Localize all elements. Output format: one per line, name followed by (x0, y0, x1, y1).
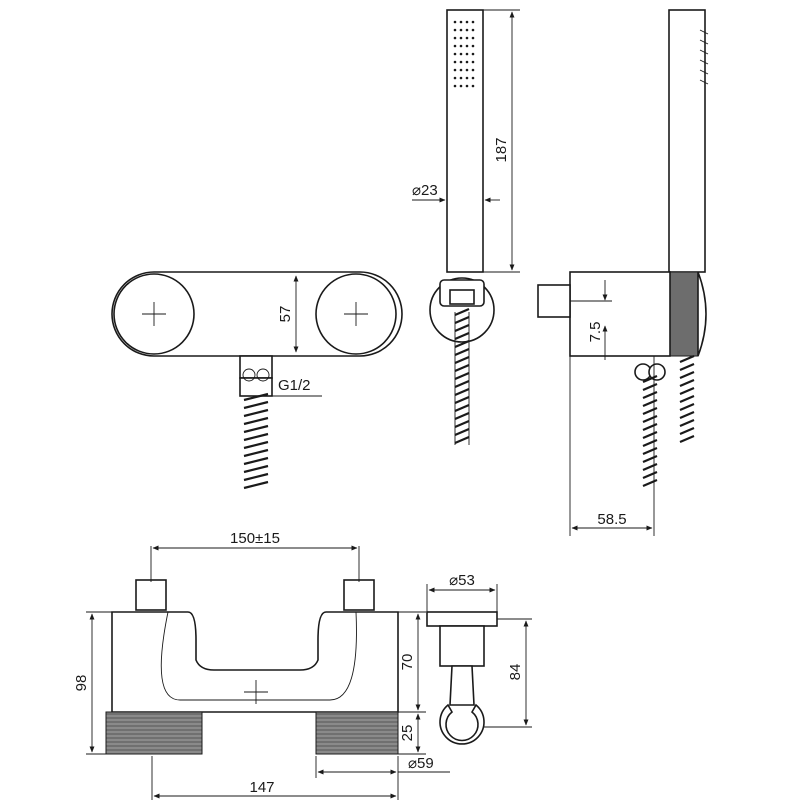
side-body (569, 271, 671, 357)
hand-shower-handle (446, 9, 484, 273)
outlet-nut (239, 355, 273, 379)
side-flange (669, 271, 699, 357)
holder-ring (439, 703, 485, 745)
side-handle (668, 9, 706, 273)
holder-stem (439, 625, 485, 667)
dim-knob-width: 147 (249, 779, 274, 796)
dim-knob-diameter: ⌀59 (408, 755, 434, 772)
right-inlet-stub (343, 579, 375, 611)
dim-holder-height: 84 (507, 664, 524, 681)
dim-body-height: 57 (277, 306, 294, 323)
dim-knob-height: 25 (399, 725, 416, 742)
dim-inlet-offset: 7.5 (587, 322, 604, 343)
dim-hand-shower-diameter: ⌀23 (412, 182, 438, 199)
hand-shower-front-view: 187 ⌀23 (412, 9, 520, 445)
hand-shower-side-view: 7.5 58.5 (537, 9, 709, 536)
dim-hand-shower-length: 187 (493, 137, 510, 162)
spray-nozzles (453, 20, 475, 88)
dim-body-lower-height: 70 (399, 654, 416, 671)
mixer-hose (243, 392, 269, 490)
right-knob (315, 711, 399, 755)
dim-total-height: 98 (73, 675, 90, 692)
dim-wall-projection: 58.5 (597, 511, 626, 528)
mixer-front-view: 57 G1/2 (111, 271, 403, 490)
dim-inlet-thread: G1/2 (278, 377, 311, 394)
shower-hose (454, 307, 470, 445)
mixer-body-bottom (111, 611, 399, 713)
side-hose (642, 354, 695, 488)
wall-holder-side-view: ⌀53 84 (426, 572, 532, 745)
dim-holder-flange-diameter: ⌀53 (449, 572, 475, 589)
left-inlet-stub (135, 579, 167, 611)
left-knob (105, 711, 203, 755)
mixer-bottom-view: 150±15 98 70 25 147 ⌀59 (73, 530, 450, 800)
side-inlet (537, 284, 571, 318)
holder-wall-plate (426, 611, 498, 627)
holder-cone (449, 289, 475, 305)
dim-inlet-centers: 150±15 (230, 530, 280, 547)
